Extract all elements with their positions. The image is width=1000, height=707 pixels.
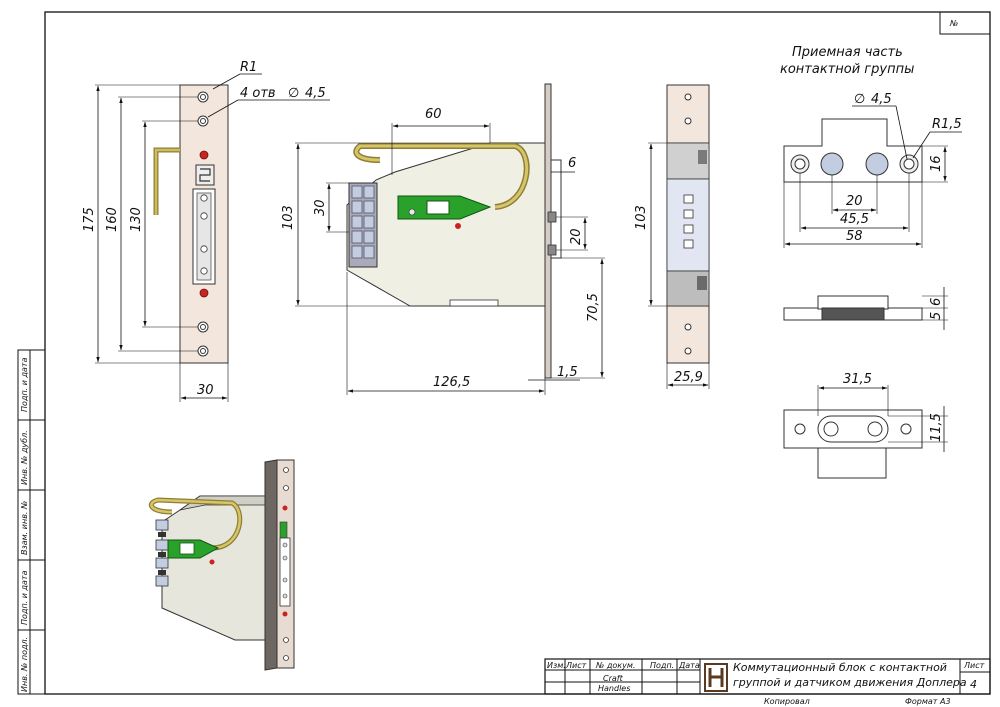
end-dim-103: 103 [634,205,649,230]
receiver-dim-11-5: 11,5 [929,413,944,442]
front-view: R1 4 отв ∅ 4,5 175 160 130 30 [82,60,330,402]
sheet-label: Лист [963,661,985,670]
side-dim-70-5: 70,5 [586,293,601,322]
end-dim-25-9: 25,9 [674,370,703,385]
side-dim-103: 103 [281,205,296,230]
front-dim-130: 130 [129,207,144,232]
receiver-dim-16: 16 [929,155,944,172]
stamp-label-3: Взам. инв. № [20,501,29,555]
front-dim-30: 30 [197,383,214,398]
front-holes-note: 4 отв [240,86,276,101]
receiver-dim-45-5: 45,5 [840,212,869,227]
tb-header-izm: Изм. [547,661,566,670]
stamp-label-5: Инв. № подл. [20,637,29,692]
sheet-number-label: № [949,19,958,28]
receiver-radius: R1,5 [932,117,962,132]
side-dim-60: 60 [425,107,442,122]
receiver-dia-symbol: ∅ [854,92,865,107]
receiver-dim-58: 58 [846,229,863,244]
end-view: 103 25,9 [634,84,710,389]
receiver-hole-dia: 4,5 [871,92,892,107]
drawing-title-line1: Коммутационный блок с контактной [733,661,947,674]
stamp-label-1: Подп. и дата [20,357,29,412]
stamp-label-4: Подп. и дата [20,570,29,625]
side-view: 60 103 30 6 20 70,5 126,5 1,5 [281,83,605,395]
side-dim-1-5: 1,5 [557,365,578,380]
receiver-title-line1: Приемная часть [792,45,903,60]
front-dim-175: 175 [82,207,97,232]
isometric-view [148,459,295,671]
receiver-dim-31-5: 31,5 [843,372,872,387]
front-dim-160: 160 [105,207,120,232]
drawing-title-line2: группой и датчиком движения Доплера [733,676,967,689]
front-dia-symbol: ∅ [288,86,299,101]
receiver-dim-5: 5 [929,312,944,320]
tb-author-line2: Handles [598,684,630,693]
receiver-title-line2: контактной группы [780,62,914,77]
side-dim-20: 20 [569,228,584,245]
tb-author-line1: Craft [603,674,624,683]
copied-label: Копировал [764,697,810,706]
tb-header-list: Лист [565,661,587,670]
sheet-value: 4 [970,678,977,691]
front-r1-label: R1 [240,60,257,75]
stamp-label-2: Инв. № дубл. [20,430,29,485]
format-label: Формат А3 [905,697,951,706]
side-dim-30: 30 [313,199,328,216]
tb-header-doc: № докум. [595,661,635,670]
receiver-part: Приемная часть контактной группы ∅ 4,5 R… [780,45,962,479]
side-stamp-strip: Подп. и дата Инв. № дубл. Взам. инв. № П… [17,349,46,695]
side-dim-126-5: 126,5 [433,375,470,390]
company-logo [704,663,728,692]
tb-header-date: Дата [678,661,700,670]
title-block: Изм. Лист № докум. Подп. Дата Craft Hand… [544,658,991,706]
side-dim-6: 6 [568,156,576,171]
tb-header-sign: Подп. [650,661,674,670]
receiver-dim-6: 6 [929,298,944,306]
receiver-dim-20: 20 [846,194,863,209]
front-hole-dia: 4,5 [305,86,326,101]
